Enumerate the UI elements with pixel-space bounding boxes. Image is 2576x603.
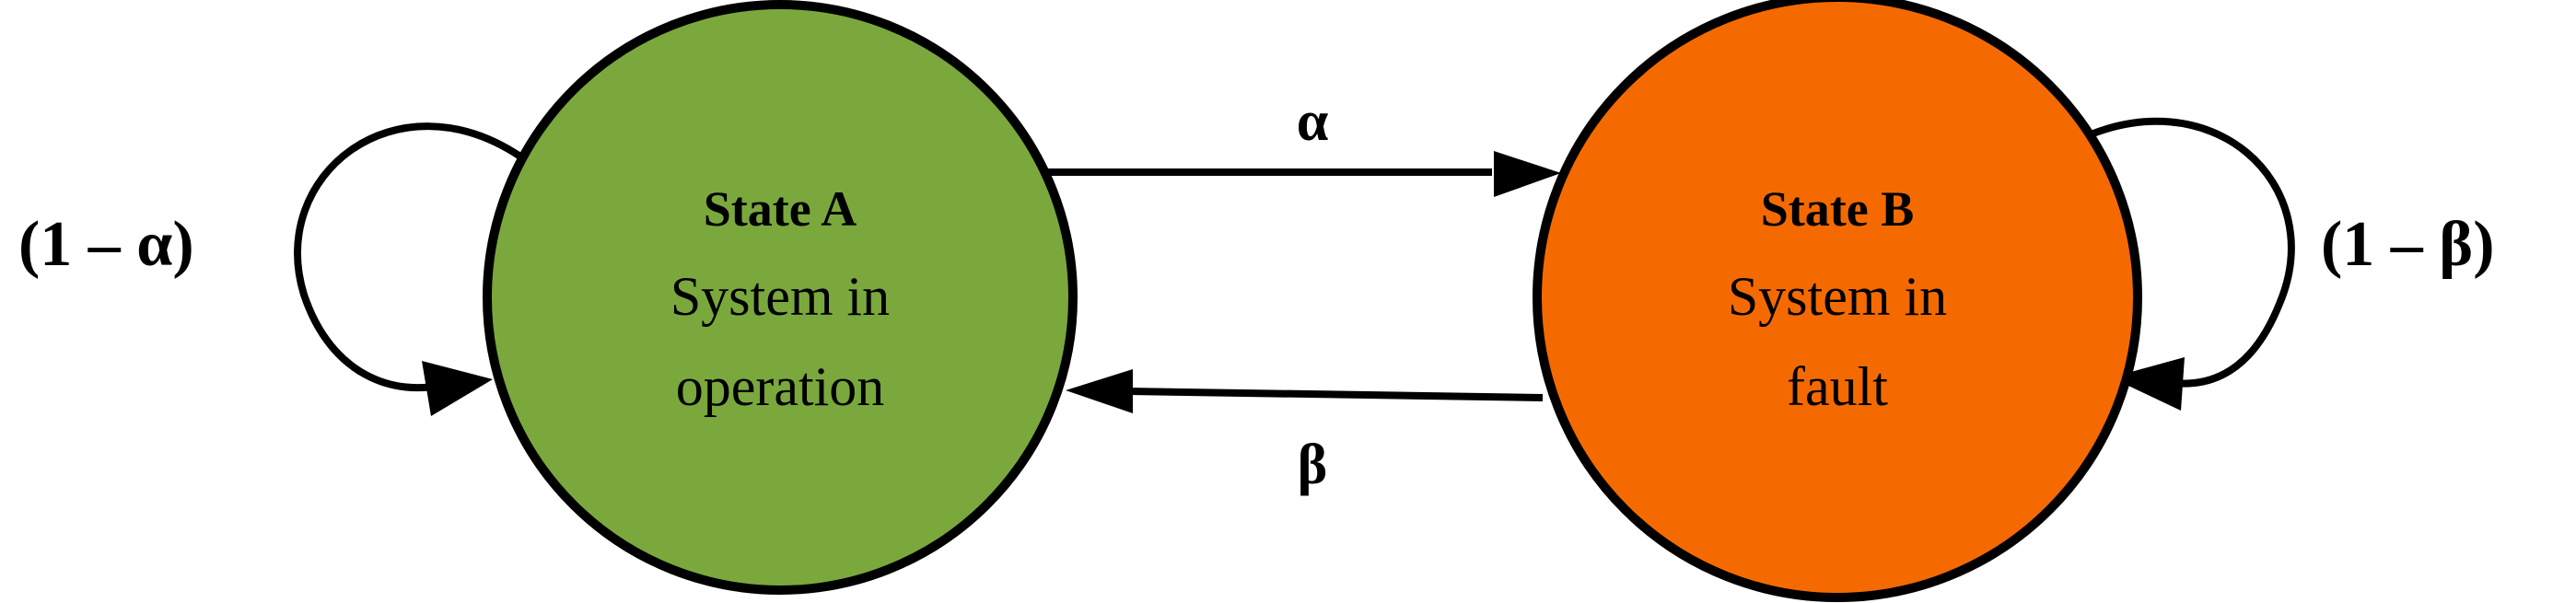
state-a-line1: System in [670,266,890,327]
state-b: State B System in fault [1533,0,2142,602]
state-b-line2: fault [1787,356,1888,417]
state-b-circle [1533,0,2142,602]
state-b-self-loop [2070,117,2295,388]
transition-b-to-a [1127,388,1544,401]
state-b-self-loop-arrowhead [2111,357,2185,411]
transition-a-to-b-arrowhead [1494,151,1561,197]
state-a-self-loop-arrowhead [422,361,493,416]
state-a-self-loop [294,122,523,392]
state-a: State A System in operation [483,0,1078,595]
state-b-line1: System in [1728,266,1947,327]
state-a-title: State A [704,181,857,237]
state-b-self-loop-label: (1 – β) [2321,209,2495,280]
state-a-line2: operation [676,356,885,417]
transition-b-to-a-label: β [1298,434,1328,496]
transition-a-to-b-label: α [1297,90,1329,153]
transition-b-to-a-arrowhead [1066,369,1133,413]
state-a-self-loop-label: (1 – α) [18,209,194,280]
state-b-title: State B [1761,181,1914,237]
state-a-circle [483,0,1078,595]
